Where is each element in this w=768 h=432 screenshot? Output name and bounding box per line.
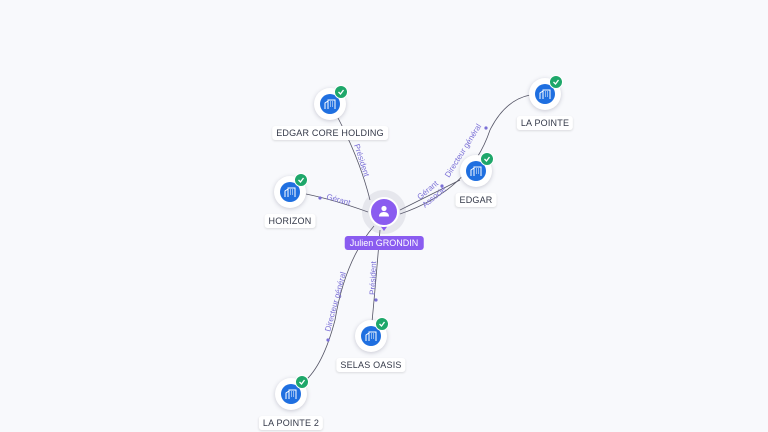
- verified-check-icon: [549, 75, 563, 89]
- verified-check-icon: [294, 173, 308, 187]
- building-icon: [284, 187, 296, 197]
- person-label: Julien GRONDIN: [344, 236, 424, 250]
- company-label: EDGAR: [455, 193, 497, 207]
- building-icon: [285, 389, 297, 399]
- company-label: LA POINTE 2: [258, 416, 324, 430]
- person-icon: [379, 205, 389, 217]
- person-pin: [369, 197, 399, 227]
- edge-la-pointe: [399, 94, 531, 215]
- edge-label-president-1: Président: [352, 143, 371, 179]
- edge-edgar: [399, 179, 461, 211]
- building-icon: [365, 331, 377, 341]
- verified-check-icon: [480, 152, 494, 166]
- company-label: HORIZON: [264, 214, 316, 228]
- building-icon: [324, 99, 336, 109]
- verified-check-icon: [375, 317, 389, 331]
- building-icon: [470, 166, 482, 176]
- edge-label-gerant-1: Gérant: [325, 192, 352, 207]
- verified-check-icon: [334, 85, 348, 99]
- company-label: SELAS OASIS: [336, 358, 406, 372]
- verified-check-icon: [295, 375, 309, 389]
- pin-tip: [379, 224, 389, 231]
- building-icon: [539, 89, 551, 99]
- edge-horizon: [305, 193, 369, 213]
- company-label: LA POINTE: [516, 116, 574, 130]
- edge-label-president-2: Président: [368, 260, 378, 295]
- edge-label-directeur-general-2: Directeur général: [323, 271, 348, 333]
- company-label: EDGAR CORE HOLDING: [272, 126, 388, 140]
